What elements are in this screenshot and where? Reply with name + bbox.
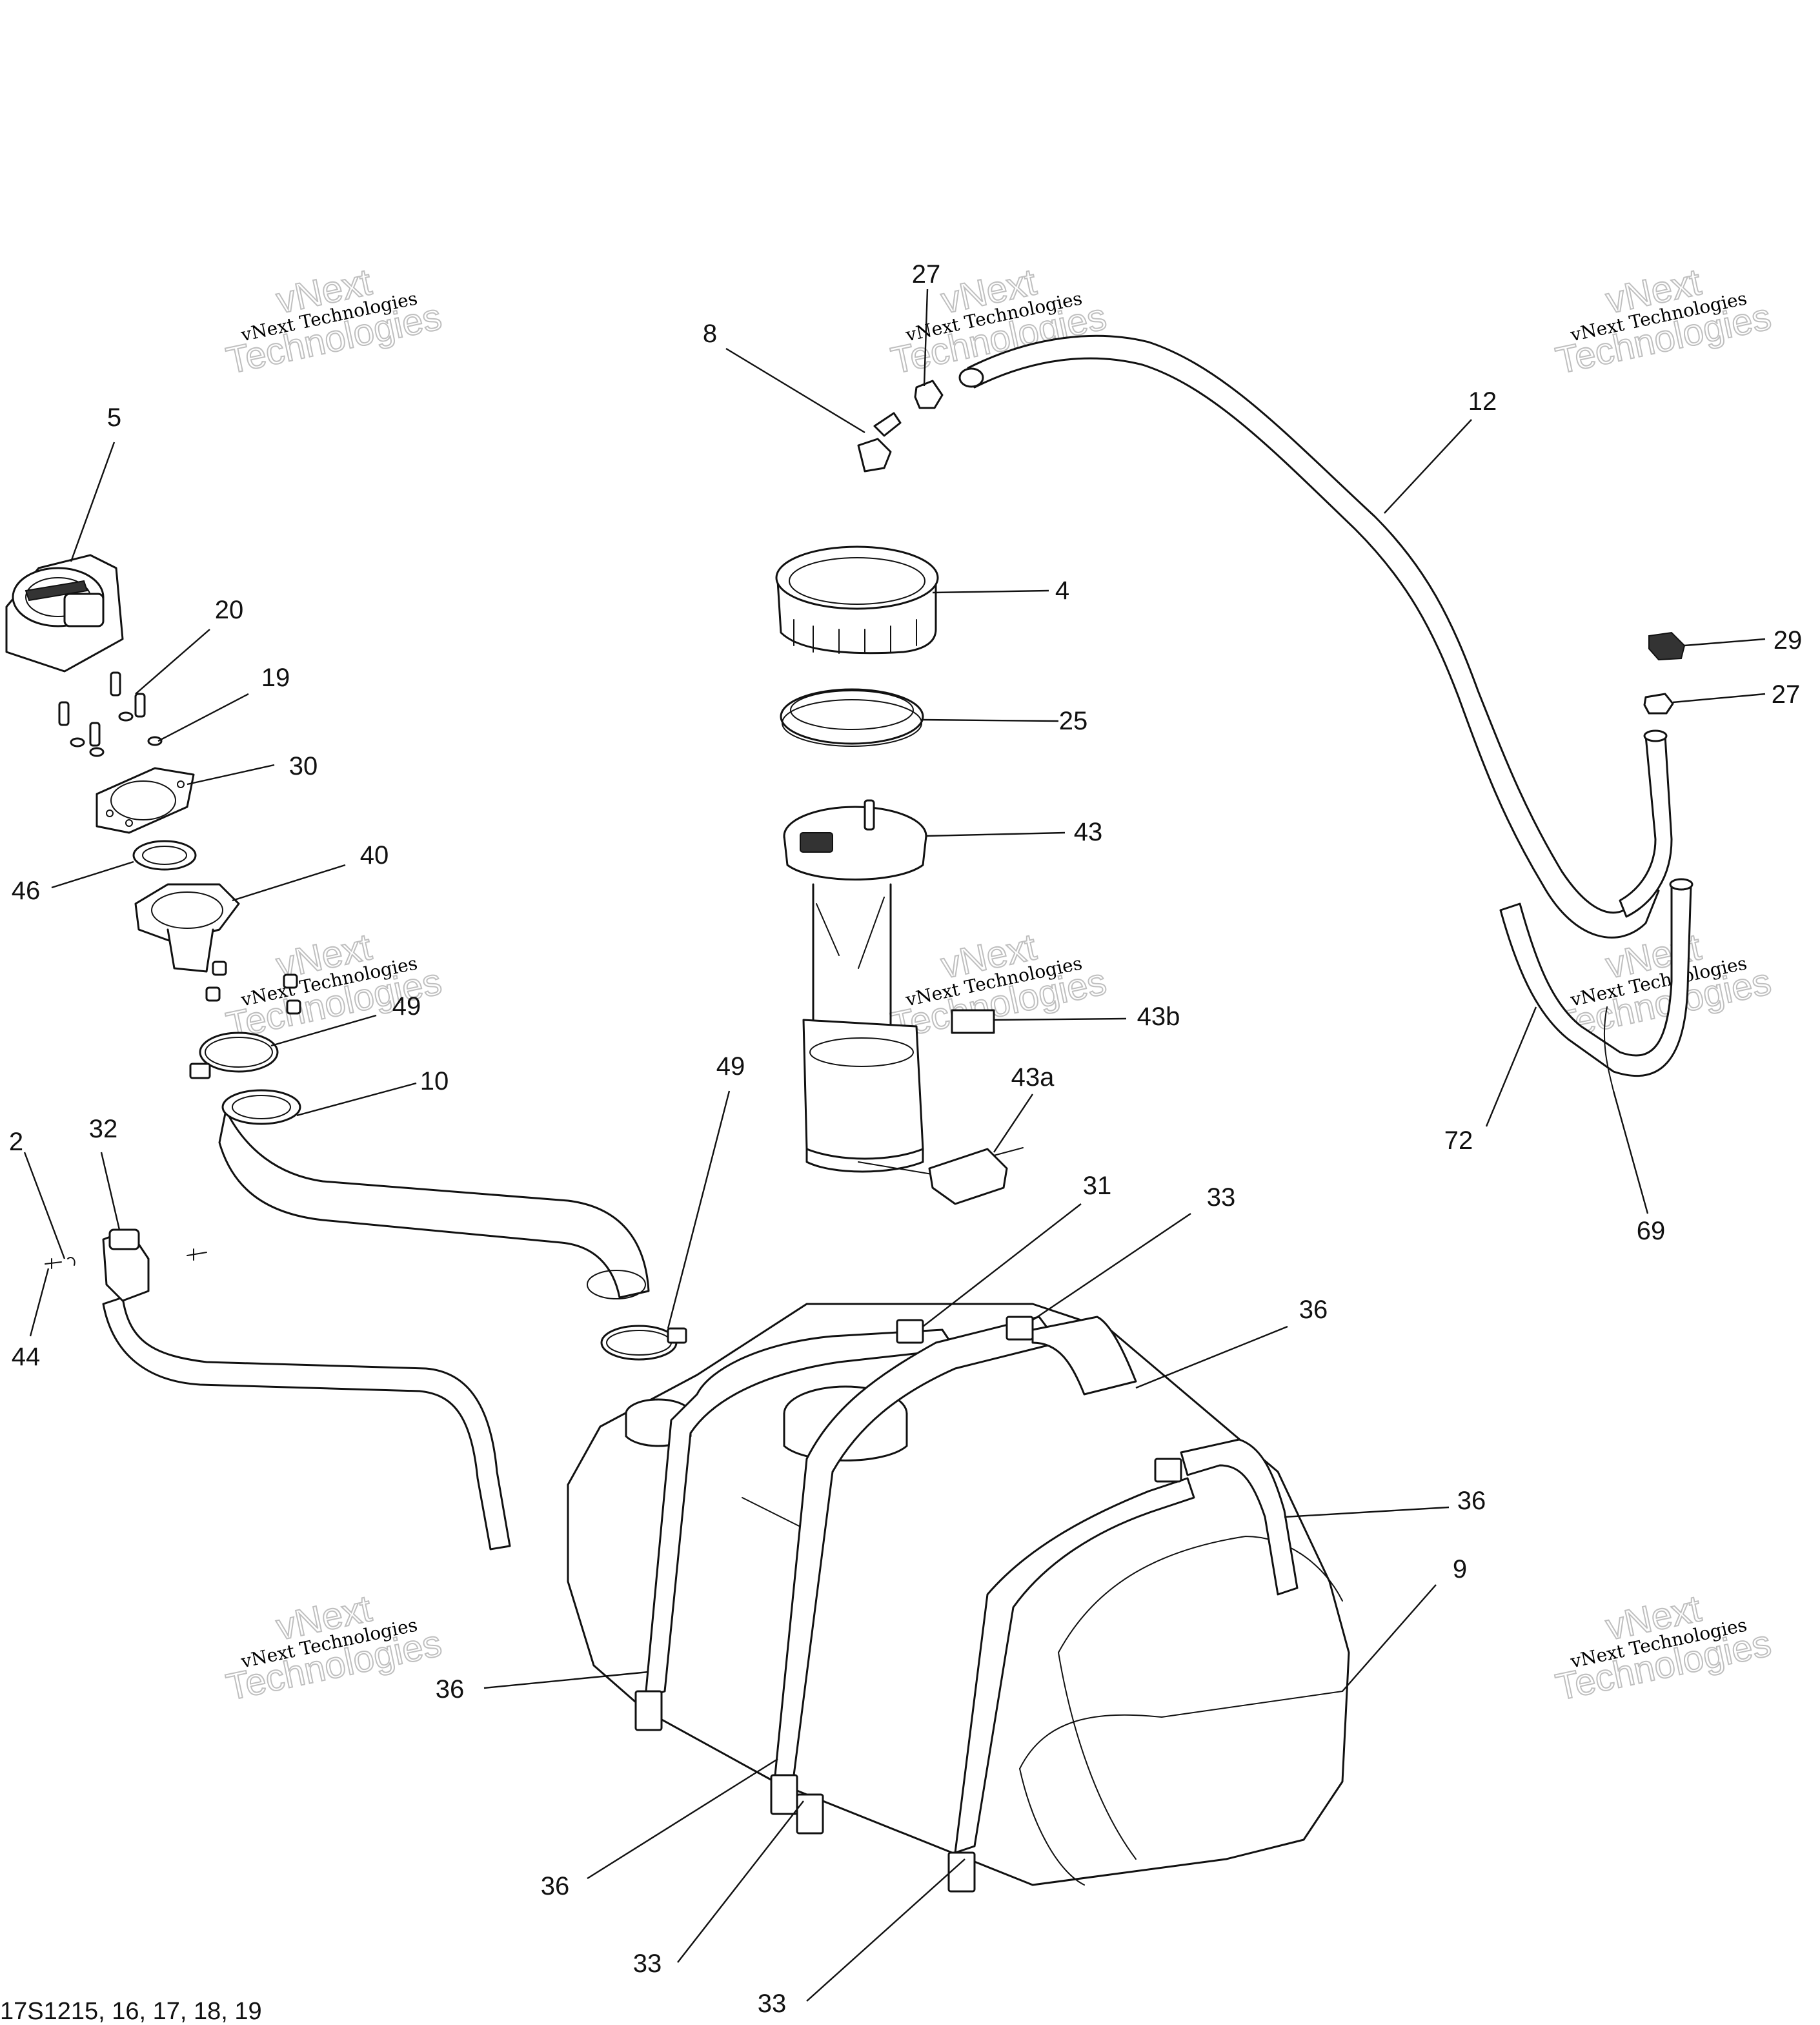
callout-25: 25 bbox=[1059, 707, 1088, 735]
drawing-reference: 17S1215, 16, 17, 18, 19 bbox=[0, 1998, 262, 2025]
callout-44: 44 bbox=[12, 1343, 41, 1371]
callout-12: 12 bbox=[1468, 387, 1497, 416]
parts bbox=[5, 334, 1694, 1893]
callout-32: 32 bbox=[89, 1115, 118, 1143]
callout-36: 36 bbox=[1457, 1487, 1486, 1515]
callout-43: 43 bbox=[1074, 818, 1103, 846]
callout-43b: 43b bbox=[1137, 1002, 1180, 1031]
callout-43a: 43a bbox=[1011, 1063, 1055, 1092]
part-clamp-29 bbox=[1648, 631, 1686, 661]
callout-33: 33 bbox=[1207, 1183, 1236, 1212]
callout-36: 36 bbox=[1299, 1296, 1328, 1324]
callout-29: 29 bbox=[1774, 626, 1803, 655]
callout-40: 40 bbox=[360, 841, 389, 870]
part-straps bbox=[634, 1316, 1299, 1893]
callout-2: 2 bbox=[9, 1128, 23, 1156]
part-fitting bbox=[857, 412, 902, 473]
part-gasket-plate bbox=[96, 767, 195, 834]
callout-20: 20 bbox=[215, 596, 244, 624]
part-label-43b bbox=[951, 1009, 995, 1034]
callout-4: 4 bbox=[1055, 576, 1069, 605]
part-filler-flange bbox=[134, 883, 301, 1015]
part-fuel-sender bbox=[858, 1147, 1024, 1205]
callout-31: 31 bbox=[1083, 1172, 1112, 1200]
part-clamp-27-right bbox=[1643, 693, 1674, 715]
callout-36: 36 bbox=[436, 1675, 465, 1704]
part-clamp-lower bbox=[600, 1325, 687, 1361]
callout-72: 72 bbox=[1444, 1126, 1473, 1155]
part-clamp-small-top bbox=[914, 380, 944, 409]
callout-9: 9 bbox=[1453, 1555, 1467, 1583]
part-clamp-upper bbox=[189, 1032, 279, 1079]
part-fuel-tank bbox=[567, 1303, 1350, 1886]
part-locking-ring bbox=[775, 545, 939, 655]
part-o-ring bbox=[132, 840, 197, 871]
callout-8: 8 bbox=[703, 320, 717, 348]
part-screws bbox=[58, 671, 163, 757]
part-filler-hose bbox=[218, 1089, 650, 1299]
part-fuel-cap bbox=[5, 554, 124, 673]
callout-33: 33 bbox=[758, 1989, 787, 2018]
callout-33: 33 bbox=[633, 1949, 662, 1978]
callout-49: 49 bbox=[716, 1052, 745, 1081]
callout-30: 30 bbox=[289, 752, 318, 780]
callout-19: 19 bbox=[261, 664, 290, 692]
part-vent-tube-lower bbox=[102, 1228, 511, 1551]
callout-27: 27 bbox=[912, 260, 941, 289]
part-seal-ring bbox=[780, 688, 924, 747]
callout-36: 36 bbox=[541, 1872, 570, 1900]
part-clips bbox=[45, 1248, 207, 1269]
part-fuel-pump-module bbox=[783, 799, 927, 1173]
callout-27: 27 bbox=[1772, 680, 1801, 709]
callout-69: 69 bbox=[1637, 1217, 1666, 1245]
part-breather-hoses bbox=[1499, 729, 1694, 1092]
callout-10: 10 bbox=[420, 1067, 449, 1095]
leader-lines bbox=[23, 289, 1766, 2002]
part-vent-hose bbox=[958, 334, 1660, 939]
callout-49: 49 bbox=[392, 992, 421, 1021]
callout-5: 5 bbox=[107, 403, 121, 432]
callout-46: 46 bbox=[12, 877, 41, 905]
